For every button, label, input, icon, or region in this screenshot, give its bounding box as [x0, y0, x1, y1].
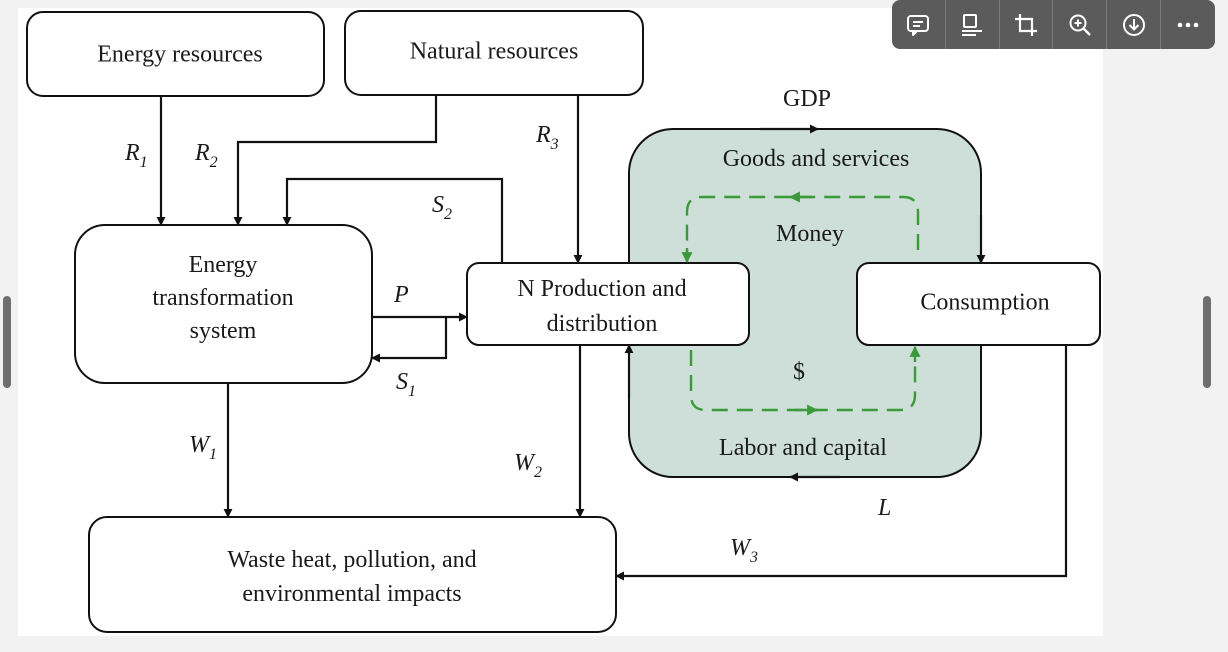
label-w2: W2: [514, 450, 542, 481]
gdp-label: GDP: [783, 86, 831, 112]
crop-icon: [1014, 13, 1037, 36]
comment-icon: [907, 14, 930, 36]
waste-line-2: environmental impacts: [242, 581, 461, 607]
arrow-r2: [233, 95, 438, 226]
arrow-s2: [282, 177, 504, 263]
zoom-in-button[interactable]: [1053, 0, 1108, 49]
energy-transformation-line-3: system: [190, 318, 257, 344]
production-line-1: N Production and: [517, 276, 686, 302]
arrow-w3: [615, 345, 1068, 581]
natural-resources-label: Natural resources: [410, 39, 579, 65]
goods-services-label: Goods and services: [723, 146, 910, 172]
energy-transformation-line-1: Energy: [189, 252, 258, 278]
label-s1: S1: [396, 369, 416, 400]
label-r1: R1: [124, 140, 148, 171]
label-p: P: [393, 282, 409, 308]
download-button[interactable]: [1107, 0, 1161, 49]
left-scroll-handle[interactable]: [3, 296, 11, 388]
arrow-s1: [371, 317, 448, 363]
energy-resources-box: [26, 11, 325, 97]
natural-resources-box: [344, 10, 644, 96]
text-recognize-button[interactable]: [946, 0, 1000, 49]
label-w3: W3: [730, 535, 758, 566]
download-icon: [1122, 13, 1145, 36]
energy-resources-label: Energy resources: [97, 42, 263, 68]
label-s2: S2: [432, 192, 452, 223]
more-button[interactable]: [1161, 0, 1215, 49]
more-icon: [1177, 22, 1199, 27]
image-toolbar: [892, 0, 1215, 49]
text-recognize-icon: [962, 13, 983, 36]
waste-line-1: Waste heat, pollution, and: [227, 547, 476, 573]
label-l: L: [877, 495, 891, 521]
right-scroll-handle[interactable]: [1203, 296, 1211, 388]
money-label: Money: [776, 221, 844, 247]
consumption-label: Consumption: [920, 290, 1049, 316]
label-r2: R2: [194, 140, 218, 171]
crop-button[interactable]: [1000, 0, 1054, 49]
label-r3: R3: [535, 122, 559, 153]
labor-capital-label: Labor and capital: [719, 435, 887, 461]
waste-box: [88, 516, 617, 633]
production-box: [466, 262, 750, 346]
label-w1: W1: [189, 432, 217, 463]
dollar-label: $: [793, 359, 805, 385]
money-loop-bottom: [689, 350, 917, 412]
comment-button[interactable]: [892, 0, 946, 49]
zoom-in-icon: [1069, 14, 1091, 36]
energy-transformation-line-2: transformation: [152, 285, 293, 311]
production-line-2: distribution: [547, 311, 658, 337]
energy-transformation-box: [74, 224, 373, 384]
